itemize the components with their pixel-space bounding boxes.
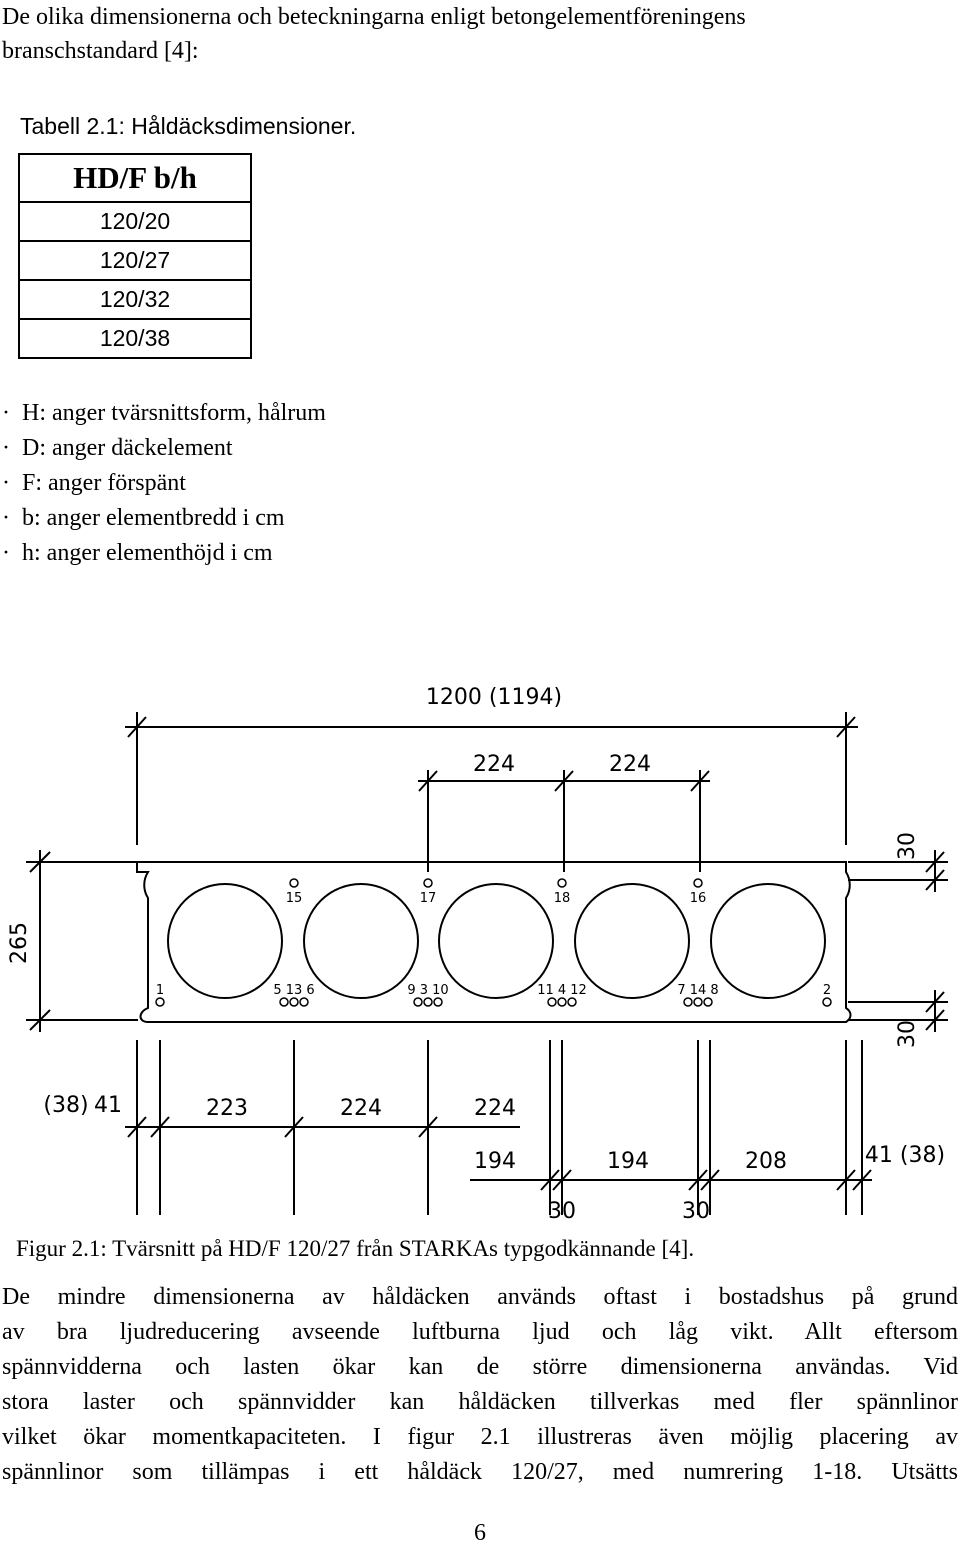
strand-label: 7 14 8	[677, 983, 718, 998]
cross-section-figure: 1200 (1194) 224 224 265 30 30 15 17 18 1…	[7, 685, 948, 1224]
bullet-text: h: anger elementhöjd i cm	[22, 540, 273, 566]
strand-label: 18	[554, 891, 571, 906]
page-number: 6	[474, 1520, 486, 1546]
dim-label: 224	[473, 752, 515, 777]
bullet-text: H: anger tvärsnittsform, hålrum	[22, 400, 326, 426]
body-line: spännlinor som tillämpas i ett håldäck 1…	[2, 1459, 958, 1485]
bullet-marker: ·	[2, 470, 10, 496]
dim-label: 208	[745, 1149, 787, 1174]
table-cell: 120/32	[18, 279, 252, 320]
bullet-marker: ·	[2, 435, 10, 461]
dim-label: 41	[94, 1093, 122, 1118]
strand-label: 2	[823, 983, 831, 998]
strand-label: 5 13 6	[273, 983, 314, 998]
body-line: vilket ökar momentkapaciteten. I figur 2…	[2, 1424, 958, 1450]
bullet-text: D: anger däckelement	[22, 435, 233, 461]
dim-label: 224	[474, 1096, 516, 1121]
bullet-marker: ·	[2, 505, 10, 531]
bullet-list: · H: anger tvärsnittsform, hålrum · D: ang…	[2, 396, 326, 571]
strand-label: 16	[690, 891, 707, 906]
dim-label: 30	[682, 1199, 710, 1224]
bullet-marker: ·	[2, 400, 10, 426]
strand-label: 17	[420, 891, 437, 906]
strand-label: 9 3 10	[407, 983, 448, 998]
dim-label: 224	[340, 1096, 382, 1121]
bullet-item: · b: anger elementbredd i cm	[2, 501, 326, 536]
dim-label: (38)	[43, 1093, 88, 1118]
dim-label-cover: 30	[895, 1020, 920, 1048]
table-cell: 120/20	[18, 201, 252, 242]
dimensions-table: HD/F b/h 120/20 120/27 120/32 120/38	[18, 153, 252, 359]
body-line: spännvidderna och lasten ökar kan de stö…	[2, 1354, 958, 1380]
dim-label-cover: 30	[895, 832, 920, 860]
body-line: stora laster och spännvidder kan håldäck…	[2, 1389, 958, 1415]
strand-label: 1	[156, 983, 164, 998]
dim-label: 30	[548, 1199, 576, 1224]
body-paragraph: De mindre dimensionerna av håldäcken anv…	[2, 1280, 958, 1490]
table-cell: 120/27	[18, 240, 252, 281]
dim-label-height: 265	[7, 922, 32, 964]
bullet-text: F: anger förspänt	[22, 470, 186, 496]
bullet-item: · H: anger tvärsnittsform, hålrum	[2, 396, 326, 431]
bullet-marker: ·	[2, 540, 10, 566]
strand-label: 15	[286, 891, 303, 906]
intro-line: branschstandard [4]:	[2, 38, 199, 64]
bullet-item: · D: anger däckelement	[2, 431, 326, 466]
body-line: De mindre dimensionerna av håldäcken anv…	[2, 1284, 958, 1310]
intro-paragraph: De olika dimensionerna och beteckningarn…	[2, 0, 952, 68]
body-line: av bra ljudreducering avseende luftburna…	[2, 1319, 958, 1345]
strand-label: 11 4 12	[537, 983, 587, 998]
bullet-item: · F: anger förspänt	[2, 466, 326, 501]
table-caption: Tabell 2.1: Håldäcksdimensioner.	[20, 113, 357, 139]
intro-line: De olika dimensionerna och beteckningarn…	[2, 4, 746, 30]
dim-label: 223	[206, 1096, 248, 1121]
figure-caption: Figur 2.1: Tvärsnitt på HD/F 120/27 från…	[16, 1236, 695, 1261]
dim-label: 194	[474, 1149, 516, 1174]
dim-label: 41 (38)	[865, 1143, 945, 1168]
dim-label-overall: 1200 (1194)	[426, 685, 562, 710]
table-header: HD/F b/h	[18, 153, 252, 203]
bullet-item: · h: anger elementhöjd i cm	[2, 536, 326, 571]
dim-label: 194	[607, 1149, 649, 1174]
table-cell: 120/38	[18, 318, 252, 359]
dim-label: 224	[609, 752, 651, 777]
bullet-text: b: anger elementbredd i cm	[22, 505, 285, 531]
